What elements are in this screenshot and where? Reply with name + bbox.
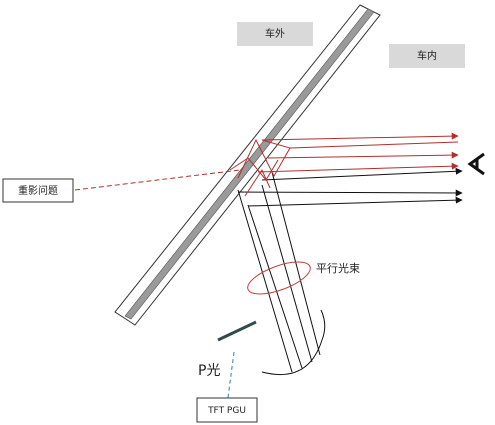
curved-mirror xyxy=(261,309,326,376)
outside-car-label: 车外 xyxy=(265,27,285,40)
black-ray-3 xyxy=(261,167,463,181)
p-light-label: P光 xyxy=(198,363,220,379)
red-ray-2 xyxy=(289,141,459,149)
tft-pgu-box xyxy=(196,397,258,423)
ghost-issue-label: 重影问题 xyxy=(18,184,58,197)
beam-edge-4 xyxy=(271,171,321,356)
red-zigzag-3 xyxy=(244,168,271,197)
black-rays xyxy=(237,167,463,373)
black-ray-2 xyxy=(247,196,463,207)
red-ray-3 xyxy=(267,151,459,159)
parallel-beam-label: 平行光束 xyxy=(316,261,360,275)
outside-car-box xyxy=(237,22,313,46)
tft-pgu-label: TFT PGU xyxy=(207,406,246,416)
black-ray-1 xyxy=(237,189,463,197)
parallel-beam-ellipse xyxy=(247,261,311,295)
beam-edge-3 xyxy=(261,184,313,363)
polarizer-plate xyxy=(217,320,257,342)
red-ray-4 xyxy=(257,162,459,173)
red-zigzag-1 xyxy=(237,138,291,179)
red-zigzag-2 xyxy=(229,157,279,181)
windshield-interlayer xyxy=(124,8,375,320)
red-ray-1 xyxy=(261,132,459,141)
beam-edge-1 xyxy=(237,189,293,373)
eye-icon xyxy=(467,152,485,176)
ghost-issue-box xyxy=(2,178,74,203)
inside-car-label: 车内 xyxy=(417,49,437,62)
ghost-dashed-line xyxy=(74,169,241,191)
inside-car-box xyxy=(389,44,465,68)
red-rays xyxy=(74,132,459,197)
windshield xyxy=(114,4,381,326)
beam-edge-2 xyxy=(247,204,303,369)
p-light-dashed-beam xyxy=(227,351,235,399)
